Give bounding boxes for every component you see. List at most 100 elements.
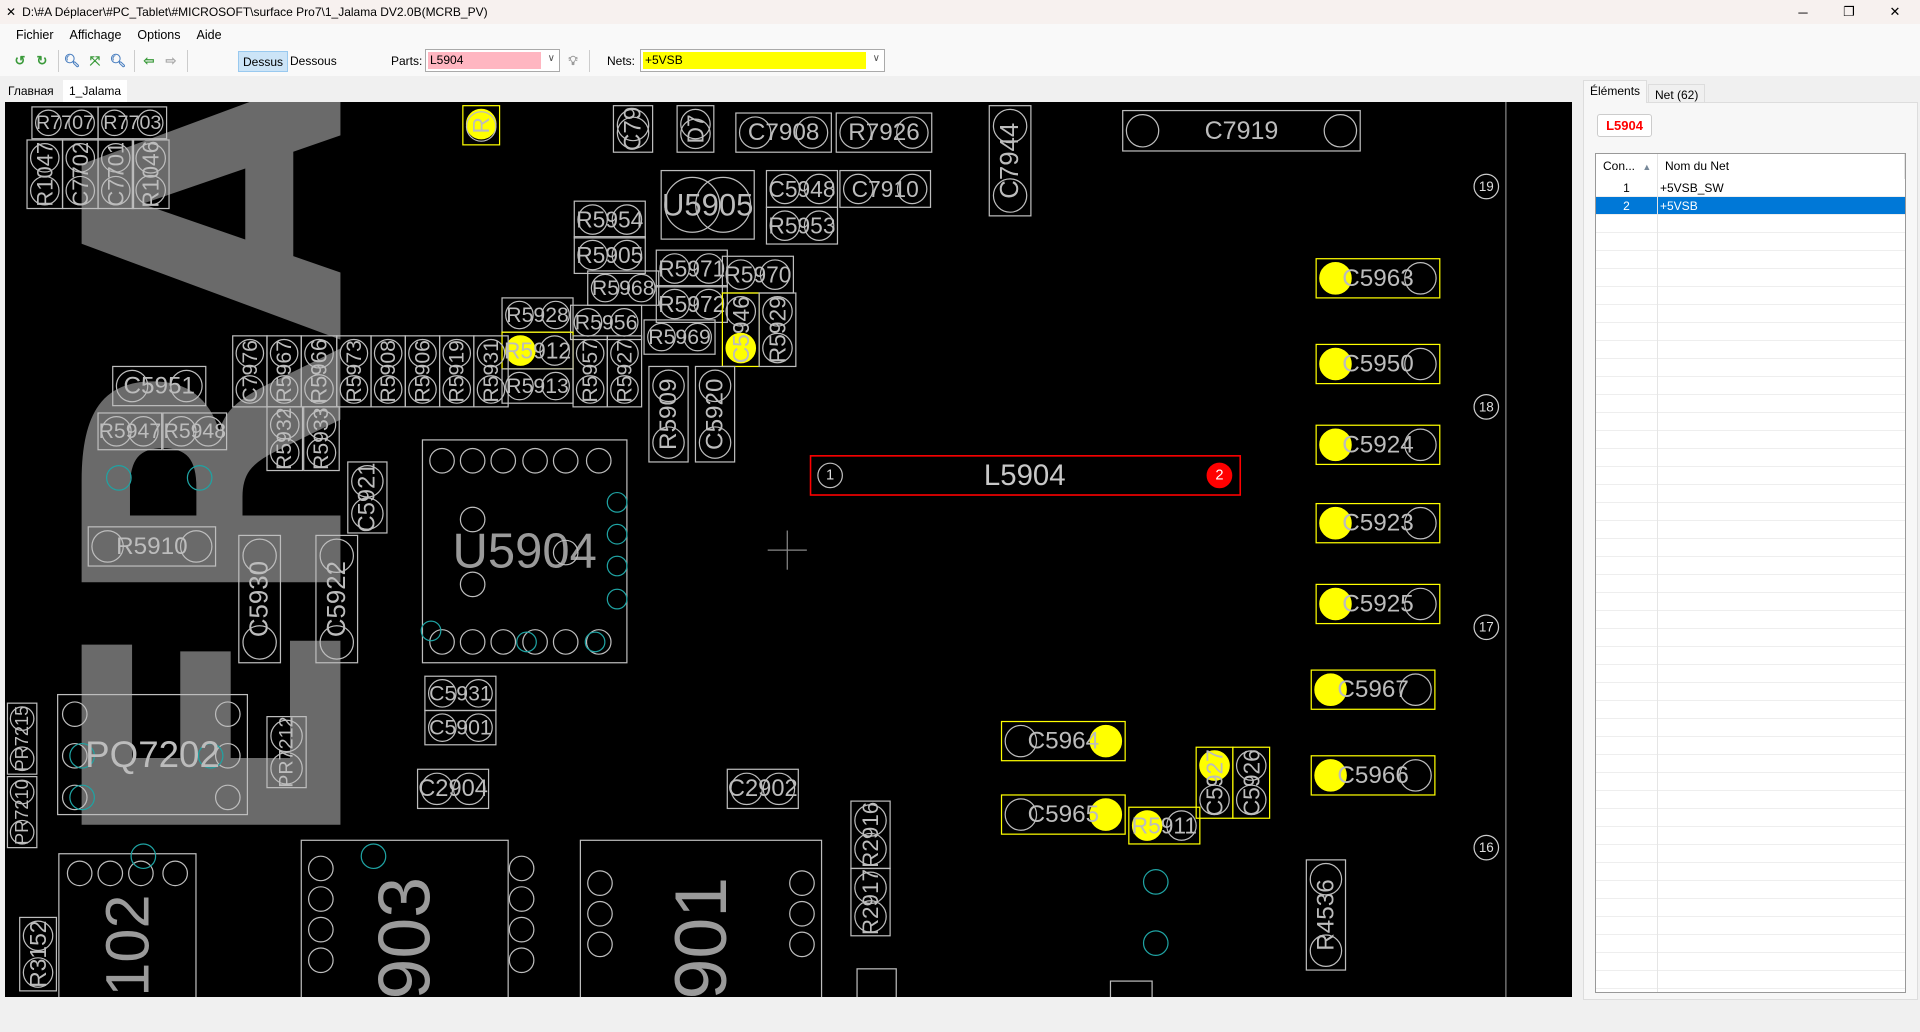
component-d7[interactable]: D7 <box>676 105 715 153</box>
component-r4536[interactable]: R4536 <box>1305 859 1347 971</box>
table-row[interactable] <box>1596 341 1905 359</box>
component-pr7210[interactable]: PR7210 <box>6 776 38 849</box>
table-row[interactable] <box>1596 611 1905 629</box>
table-row[interactable] <box>1596 287 1905 305</box>
table-row[interactable] <box>1596 413 1905 431</box>
table-row[interactable] <box>1596 935 1905 953</box>
component-c5931[interactable]: C5931 <box>424 675 497 712</box>
component-r5932[interactable]: R5932 <box>266 406 304 472</box>
table-row[interactable] <box>1596 575 1905 593</box>
table-row[interactable] <box>1596 431 1905 449</box>
component-r5970[interactable]: R5970 <box>721 255 795 294</box>
component-c7702[interactable]: C7702 <box>61 139 99 210</box>
component-c5946[interactable]: C5946 <box>721 292 760 368</box>
component-c7944[interactable]: C7944 <box>988 105 1032 217</box>
component-r2917[interactable]: R2917 <box>850 867 891 937</box>
table-row[interactable] <box>1596 467 1905 485</box>
component-u5905[interactable]: U5905 <box>660 169 755 240</box>
table-row[interactable] <box>1596 305 1905 323</box>
component-c5926[interactable]: C5926 <box>1232 746 1271 819</box>
menu-affichage[interactable]: Affichage <box>69 28 122 42</box>
menu-fichier[interactable]: Fichier <box>16 28 54 42</box>
table-row[interactable] <box>1596 953 1905 971</box>
table-row[interactable] <box>1596 845 1905 863</box>
table-row[interactable] <box>1596 449 1905 467</box>
component-r5929[interactable]: R5929 <box>758 292 797 368</box>
ic-102[interactable]: 102 <box>58 853 197 1002</box>
forward-arrow-icon[interactable]: ⇨ <box>165 53 177 68</box>
component-r3152[interactable]: R3152 <box>19 916 58 992</box>
table-row[interactable] <box>1596 377 1905 395</box>
component-c7919[interactable]: C7919 <box>1122 109 1361 152</box>
ic-903[interactable]: 903 <box>300 839 535 1001</box>
component-r5910[interactable]: R5910 <box>87 526 217 567</box>
component-c5925[interactable]: C5925 <box>1315 583 1441 625</box>
table-row[interactable] <box>1596 989 1905 992</box>
component-c5901[interactable]: C5901 <box>424 709 497 746</box>
component-r5957[interactable]: R5957 <box>572 335 608 408</box>
table-row[interactable] <box>1596 809 1905 827</box>
back-arrow-icon[interactable]: ⇦ <box>143 53 155 68</box>
table-row[interactable] <box>1596 683 1905 701</box>
component-r5909[interactable]: R5909 <box>648 365 689 463</box>
table-row[interactable] <box>1596 791 1905 809</box>
component-r2916[interactable]: R2916 <box>850 800 891 870</box>
table-row[interactable] <box>1596 917 1905 935</box>
component-pr7212[interactable]: PR7212 <box>266 716 307 789</box>
table-row[interactable] <box>1596 863 1905 881</box>
component-c5948[interactable]: C5948 <box>765 169 839 208</box>
component-r5919[interactable]: R5919 <box>438 335 475 408</box>
component-c5951[interactable]: C5951 <box>112 365 207 407</box>
component-c5924[interactable]: C5924 <box>1315 424 1441 466</box>
table-row[interactable] <box>1596 827 1905 845</box>
chevron-down-icon[interactable]: ∨ <box>547 53 555 64</box>
table-row[interactable] <box>1596 719 1905 737</box>
table-row[interactable] <box>1596 395 1905 413</box>
component-r[interactable]: R <box>462 105 501 146</box>
component-r5967[interactable]: R5967 <box>266 335 302 408</box>
component-c5920[interactable]: C5920 <box>694 365 736 463</box>
table-row[interactable] <box>1596 881 1905 899</box>
component-c5963[interactable]: C5963 <box>1315 258 1441 299</box>
component-c5923[interactable]: C5923 <box>1315 502 1441 544</box>
component-c5930[interactable]: C5930 <box>238 534 282 664</box>
rotate-right-icon[interactable]: ↻ <box>36 53 48 68</box>
component-r5956[interactable]: R5956 <box>569 304 643 341</box>
fit-icon[interactable]: ⤧ <box>89 53 101 68</box>
component-r7926[interactable]: R7926 <box>835 112 933 153</box>
component-c5964[interactable]: C5964 <box>1000 720 1126 762</box>
bottom-side-toggle[interactable]: Dessous <box>290 54 337 68</box>
component-c7908[interactable]: C7908 <box>735 112 832 153</box>
component-r5971[interactable]: R5971 <box>655 249 728 288</box>
lightbulb-icon[interactable]: 💡︎ <box>568 53 578 68</box>
component-pr7215[interactable]: PR7215 <box>6 702 38 775</box>
component-c5927[interactable]: C5927 <box>1195 746 1234 819</box>
component-c2902[interactable]: C2902 <box>726 768 799 810</box>
component-c7910[interactable]: C7910 <box>839 169 932 208</box>
table-row[interactable] <box>1596 539 1905 557</box>
table-row[interactable] <box>1596 233 1905 251</box>
chevron-down-icon[interactable]: ∨ <box>872 53 880 64</box>
table-row[interactable] <box>1596 899 1905 917</box>
zoom-out-icon[interactable]: 🔍︎ <box>63 53 81 68</box>
table-row[interactable] <box>1596 701 1905 719</box>
table-row[interactable] <box>1596 269 1905 287</box>
component-r5911[interactable]: R5911 <box>1128 806 1201 845</box>
component-r5905[interactable]: R5905 <box>573 236 646 275</box>
table-row[interactable] <box>1596 323 1905 341</box>
table-row[interactable] <box>1596 251 1905 269</box>
ic-901[interactable]: 901 <box>579 839 823 1001</box>
component-r5908[interactable]: R5908 <box>370 335 406 408</box>
tab-home[interactable]: Главная <box>8 84 54 98</box>
table-row[interactable] <box>1596 593 1905 611</box>
component-r5913[interactable]: R5913 <box>501 368 574 404</box>
ic-U5904[interactable]: U5904 <box>420 439 628 664</box>
component-r5931[interactable]: R5931 <box>473 335 509 408</box>
table-row[interactable] <box>1596 737 1905 755</box>
component-pq7202[interactable]: PQ7202 <box>57 693 249 816</box>
component-r5969[interactable]: R5969 <box>643 319 716 355</box>
component-r1046[interactable]: R1046 <box>131 139 170 210</box>
component-r7703[interactable]: R7703 <box>97 106 168 140</box>
column-header-con[interactable]: Con... ▲ <box>1596 154 1658 179</box>
